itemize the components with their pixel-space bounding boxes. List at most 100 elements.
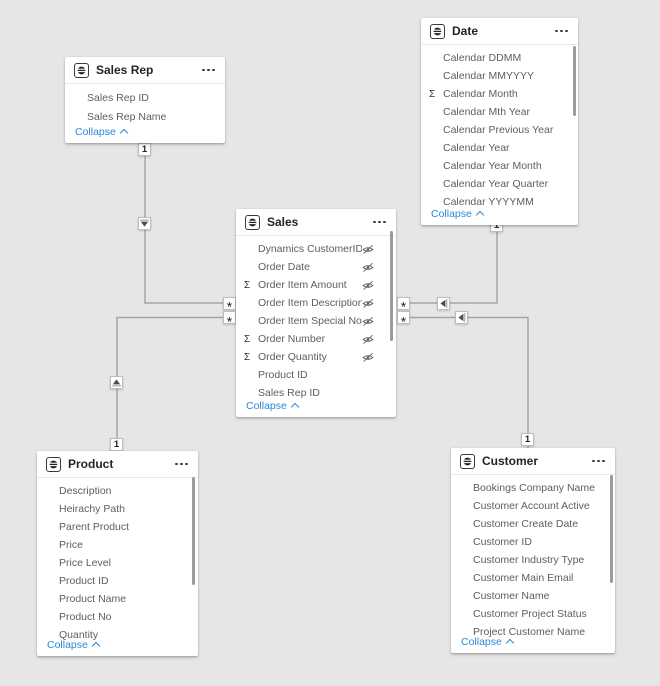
field-row[interactable]: Quantity: [37, 626, 198, 644]
field-row[interactable]: Calendar Year Quarter: [421, 175, 578, 193]
field-name: Dynamics CustomerID: [258, 243, 362, 255]
field-row[interactable]: Customer Name: [451, 587, 615, 605]
sigma-icon: Σ: [244, 333, 251, 345]
field-row[interactable]: Customer Industry Type: [451, 551, 615, 569]
field-name: Order Item Amount: [258, 279, 347, 291]
field-name: Customer Main Email: [473, 572, 574, 584]
field-name: Product Name: [59, 593, 127, 605]
relationship-line-salesrep-sales[interactable]: [144, 143, 236, 304]
table-header[interactable]: Sales Rep: [65, 57, 225, 84]
table-header[interactable]: Sales: [236, 209, 396, 236]
field-row[interactable]: Calendar DDMM: [421, 49, 578, 67]
field-name: Customer Industry Type: [473, 554, 585, 566]
field-row[interactable]: Sales Rep ID: [65, 88, 225, 107]
field-row[interactable]: Σ Order Item Amount: [236, 276, 396, 294]
hidden-icon: [362, 316, 374, 327]
field-name: Product No: [59, 611, 112, 623]
field-name: Calendar Year Month: [443, 160, 542, 172]
cardinality-many-badge[interactable]: *: [397, 311, 410, 328]
field-row[interactable]: Product ID: [236, 366, 396, 384]
scrollbar[interactable]: [390, 231, 393, 341]
field-row[interactable]: Calendar Previous Year: [421, 121, 578, 139]
field-row[interactable]: Description: [37, 482, 198, 500]
hidden-icon: [362, 298, 374, 309]
filter-arrow-left-icon[interactable]: [437, 296, 450, 310]
filter-arrow-down-icon[interactable]: [138, 217, 151, 230]
field-name: Customer Name: [473, 590, 550, 602]
field-row[interactable]: Calendar Mth Year: [421, 103, 578, 121]
more-options-icon[interactable]: [591, 456, 606, 467]
field-name: Price: [59, 539, 83, 551]
relationship-line-product-sales[interactable]: [116, 316, 236, 452]
relationship-line-date-sales[interactable]: [397, 224, 498, 304]
field-row[interactable]: Order Item Description: [236, 294, 396, 312]
collapse-link[interactable]: Collapse: [47, 639, 101, 651]
table-card-sales-rep[interactable]: Sales Rep Sales Rep ID Sales Rep Name Col…: [65, 57, 225, 143]
field-row[interactable]: Product ID: [37, 572, 198, 590]
cardinality-one-badge[interactable]: 1: [521, 433, 534, 446]
field-row[interactable]: Customer Account Active: [451, 497, 615, 515]
cardinality-one-badge[interactable]: 1: [138, 143, 151, 156]
field-name: Calendar Year: [443, 142, 510, 154]
cardinality-many-badge[interactable]: *: [397, 296, 410, 314]
field-row[interactable]: Customer ID: [451, 533, 615, 551]
collapse-link[interactable]: Collapse: [431, 208, 485, 220]
field-row[interactable]: Order Item Special Note: [236, 312, 396, 330]
cardinality-many-badge[interactable]: *: [223, 296, 236, 314]
scrollbar[interactable]: [610, 475, 613, 583]
collapse-link[interactable]: Collapse: [461, 636, 515, 648]
field-name: Product ID: [59, 575, 109, 587]
field-row[interactable]: Price: [37, 536, 198, 554]
field-row[interactable]: Product Name: [37, 590, 198, 608]
field-row[interactable]: Customer Project Status: [451, 605, 615, 623]
more-options-icon[interactable]: [372, 217, 387, 228]
field-row[interactable]: Sales Rep Name: [65, 107, 225, 126]
field-row[interactable]: Calendar YYYYMM: [421, 193, 578, 211]
chevron-up-icon: [475, 210, 485, 220]
field-name: Sales Rep Name: [87, 110, 167, 123]
table-header[interactable]: Customer: [451, 448, 615, 475]
field-row[interactable]: Product No: [37, 608, 198, 626]
field-row[interactable]: Parent Product: [37, 518, 198, 536]
field-name: Calendar Previous Year: [443, 124, 554, 136]
field-row[interactable]: Customer Main Email: [451, 569, 615, 587]
table-header[interactable]: Date: [421, 18, 578, 45]
field-row[interactable]: Calendar Year: [421, 139, 578, 157]
filter-arrow-left-icon[interactable]: [455, 311, 468, 324]
filter-arrow-up-icon[interactable]: [110, 376, 123, 389]
scrollbar[interactable]: [192, 477, 195, 585]
collapse-link[interactable]: Collapse: [246, 400, 300, 412]
cardinality-many-badge[interactable]: *: [223, 311, 236, 328]
more-options-icon[interactable]: [174, 459, 189, 470]
field-row[interactable]: Bookings Company Name: [451, 479, 615, 497]
field-name: Product ID: [258, 369, 308, 381]
field-row[interactable]: Project Customer Name: [451, 623, 615, 641]
more-options-icon[interactable]: [201, 65, 216, 76]
field-row[interactable]: Calendar MMYYYY: [421, 67, 578, 85]
field-row[interactable]: Dynamics CustomerID: [236, 240, 396, 258]
field-row[interactable]: Order Date: [236, 258, 396, 276]
cardinality-one-badge[interactable]: 1: [110, 438, 123, 451]
scrollbar[interactable]: [573, 46, 576, 116]
field-row[interactable]: Heirachy Path: [37, 500, 198, 518]
collapse-link[interactable]: Collapse: [75, 126, 129, 138]
relationship-line-customer-sales[interactable]: [397, 316, 529, 449]
field-row[interactable]: Price Level: [37, 554, 198, 572]
field-row[interactable]: Sales Rep ID: [236, 384, 396, 402]
sigma-icon: Σ: [244, 279, 251, 291]
field-row[interactable]: Calendar Year Month: [421, 157, 578, 175]
more-options-icon[interactable]: [554, 26, 569, 37]
field-row[interactable]: Customer Create Date: [451, 515, 615, 533]
field-name: Bookings Company Name: [473, 482, 595, 494]
table-header[interactable]: Product: [37, 451, 198, 478]
